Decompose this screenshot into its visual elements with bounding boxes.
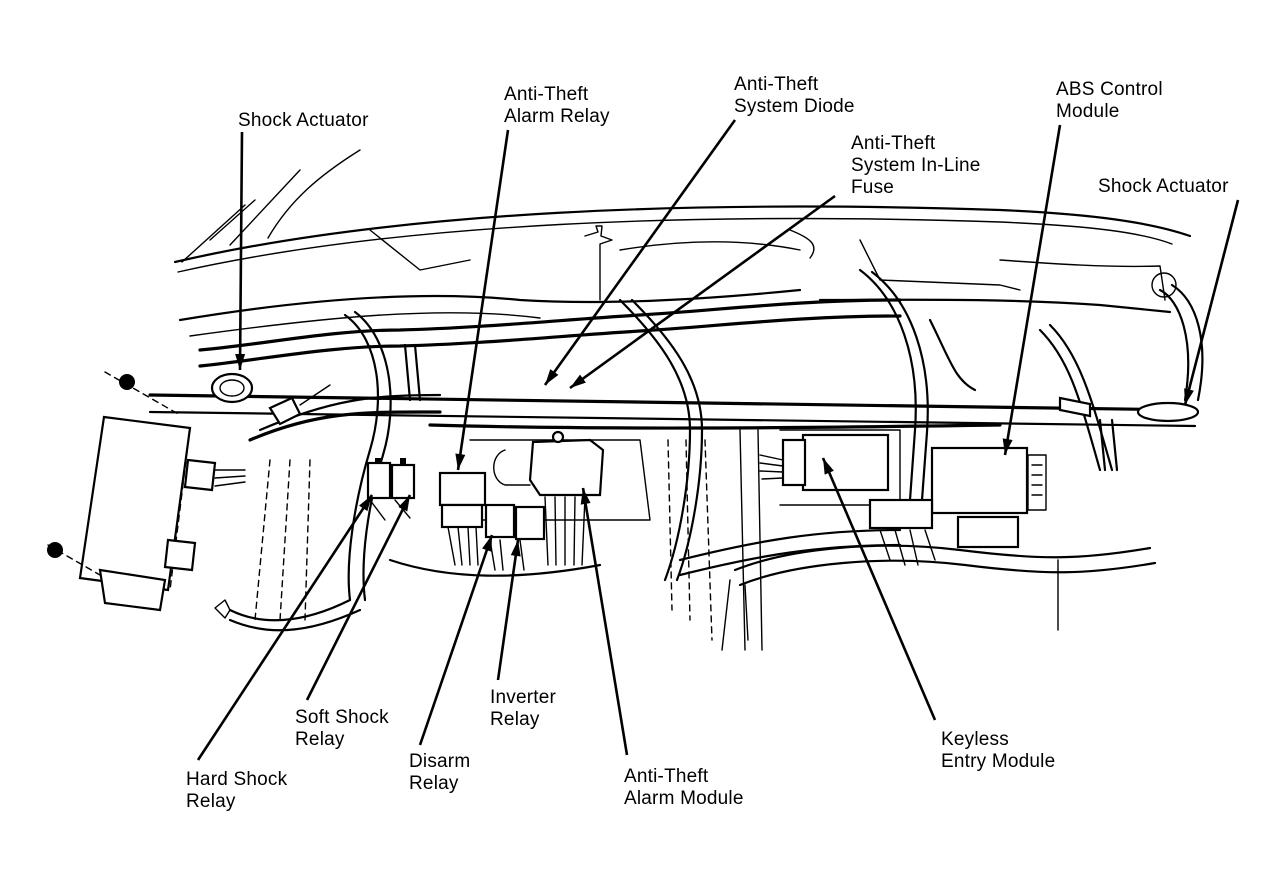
leader-line-inverter-relay xyxy=(496,539,520,681)
disarm-inverter-relays xyxy=(484,503,546,571)
leader-line-anti-theft-alarm-relay xyxy=(456,129,510,471)
leader-line-disarm-relay xyxy=(418,534,494,746)
arrowhead-icon xyxy=(1184,388,1194,405)
label-keyless-entry-module: Keyless Entry Module xyxy=(941,729,1056,772)
leader-line-anti-theft-alarm-module xyxy=(581,487,629,756)
leader-lines xyxy=(196,119,1240,761)
abs-module-part xyxy=(868,446,1047,566)
label-anti-theft-alarm-relay: Anti-Theft Alarm Relay xyxy=(504,84,610,127)
label-shock-actuator-left: Shock Actuator xyxy=(238,110,369,131)
leader-line-anti-theft-in-line-fuse xyxy=(569,194,836,390)
leader-line-shock-actuator-left xyxy=(238,131,244,371)
fastener-nut-icon xyxy=(47,542,63,558)
label-hard-shock-relay: Hard Shock Relay xyxy=(186,769,288,812)
alarm-relay-part xyxy=(438,471,487,566)
label-shock-actuator-right: Shock Actuator xyxy=(1098,176,1229,197)
label-abs-control-module: ABS Control Module xyxy=(1056,79,1163,122)
left-control-module xyxy=(47,371,246,619)
arrowhead-icon xyxy=(482,535,492,552)
arrowhead-icon xyxy=(580,488,591,505)
left-shock-actuator-part xyxy=(210,372,331,426)
arrowhead-icon xyxy=(359,495,372,512)
arrowhead-icon xyxy=(455,453,466,470)
leader-line-abs-control-module xyxy=(1003,124,1062,456)
fastener-nut-icon xyxy=(119,374,135,390)
keyless-entry-module-part xyxy=(759,433,890,492)
arrowhead-icon xyxy=(398,495,410,512)
label-anti-theft-alarm-module: Anti-Theft Alarm Module xyxy=(624,766,744,809)
label-soft-shock-relay: Soft Shock Relay xyxy=(295,707,389,750)
arrowhead-icon xyxy=(823,458,834,475)
arrowhead-icon xyxy=(1002,438,1013,455)
right-shock-actuator-part xyxy=(1058,272,1200,472)
cowl-outline xyxy=(173,149,1192,337)
label-disarm-relay: Disarm Relay xyxy=(409,751,471,794)
leader-line-keyless-entry-module xyxy=(821,457,937,721)
arrowhead-icon xyxy=(545,369,559,385)
label-anti-theft-system-diode: Anti-Theft System Diode xyxy=(734,74,855,117)
leader-line-soft-shock-relay xyxy=(305,494,412,701)
alarm-module-part xyxy=(493,430,605,566)
arrowhead-icon xyxy=(235,353,246,370)
label-anti-theft-in-line-fuse: Anti-Theft System In-Line Fuse xyxy=(851,133,981,198)
arrowhead-icon xyxy=(510,540,521,557)
arrowhead-icon xyxy=(570,374,586,388)
leader-line-anti-theft-system-diode xyxy=(543,119,737,386)
shock-relays xyxy=(366,458,416,521)
label-inverter-relay: Inverter Relay xyxy=(490,687,557,730)
leader-line-shock-actuator-right xyxy=(1183,199,1240,406)
leader-line-hard-shock-relay xyxy=(196,494,374,761)
